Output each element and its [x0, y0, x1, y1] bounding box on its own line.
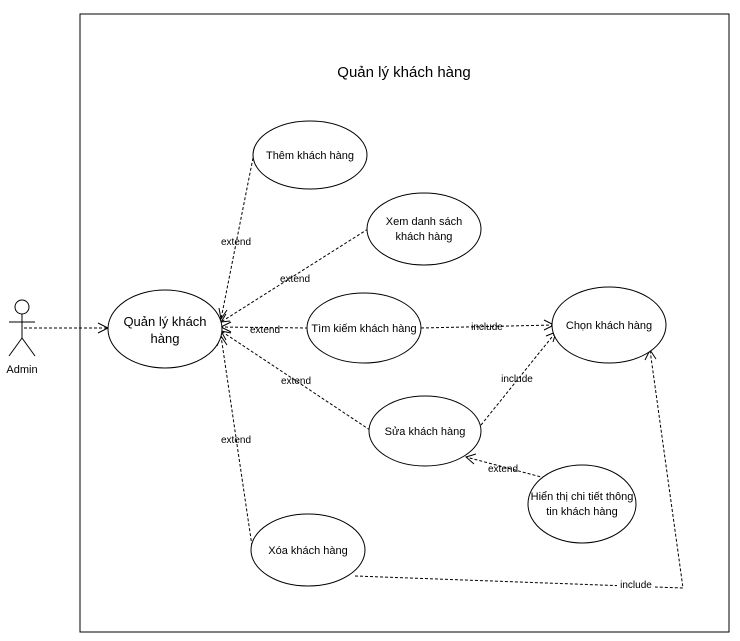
extend-hienthi-arrowhead [464, 453, 477, 465]
actor-right-leg [21, 337, 36, 357]
use-case-hienthi: Hiển thị chi tiết thông tin khách hàng [527, 464, 637, 544]
use-case-xem-line2: khách hàng [396, 231, 453, 243]
use-case-main-line2: hàng [151, 331, 180, 346]
use-case-timkiem-ellipse [306, 292, 422, 364]
include-timkiem-chon-line [420, 324, 555, 329]
use-case-xem-ellipse [366, 192, 482, 266]
use-case-chon: Chọn khách hàng [551, 286, 667, 364]
extend-them-label: extend [221, 237, 251, 248]
use-case-sua-ellipse [368, 395, 482, 467]
extend-xoa-line [220, 335, 253, 547]
use-case-main-line1: Quản lý khách [123, 314, 206, 329]
extend-hienthi-label: extend [488, 464, 518, 475]
extend-timkiem-label: extend [250, 325, 280, 336]
extend-xem-label: extend [280, 274, 310, 285]
extend-timkiem-line [220, 326, 309, 329]
use-case-xem: Xem danh sách khách hàng [366, 192, 482, 266]
relationships: extend extend extend extend extend inclu… [24, 157, 684, 591]
use-case-xoa-label: Xóa khách hàng [268, 545, 348, 557]
use-case-hienthi-ellipse [527, 464, 637, 544]
use-case-them-ellipse [252, 120, 368, 190]
extend-hienthi-line [465, 456, 546, 479]
actor-left-leg [8, 337, 23, 357]
use-case-them: Thêm khách hàng [252, 120, 368, 190]
extend-them-line [220, 157, 254, 320]
extend-xem-line [220, 228, 369, 323]
use-case-chon-label: Chọn khách hàng [566, 320, 652, 332]
extend-xoa-label: extend [221, 435, 251, 446]
use-case-xoa-ellipse [250, 513, 366, 587]
use-case-sua-label: Sửa khách hàng [385, 426, 466, 438]
use-case-main-ellipse [107, 289, 223, 369]
use-case-them-label: Thêm khách hàng [266, 150, 354, 162]
system-title: Quản lý khách hàng [337, 64, 470, 81]
use-case-sua: Sửa khách hàng [368, 395, 482, 467]
use-case-main: Quản lý khách hàng [107, 289, 223, 369]
use-case-xem-line1: Xem danh sách [386, 216, 462, 228]
use-case-timkiem-label: Tìm kiếm khách hàng [311, 323, 416, 335]
actor-admin: Admin [6, 299, 38, 376]
include-sua-chon-label: include [501, 374, 533, 385]
extend-sua-label: extend [281, 376, 311, 387]
include-xoa-chon-label-bg [617, 579, 655, 591]
use-case-timkiem: Tìm kiếm khách hàng [306, 292, 422, 364]
actor-head [14, 299, 30, 315]
use-case-hienthi-line2: tin khách hàng [546, 506, 618, 518]
extend-them-arrowhead [218, 307, 228, 321]
include-xoa-chon-label: include [620, 580, 652, 591]
actor-name: Admin [6, 364, 37, 376]
include-timkiem-chon-label: include [471, 322, 503, 333]
use-case-hienthi-line1: Hiển thị chi tiết thông [531, 491, 634, 503]
use-case-xoa: Xóa khách hàng [250, 513, 366, 587]
use-case-chon-ellipse [551, 286, 667, 364]
